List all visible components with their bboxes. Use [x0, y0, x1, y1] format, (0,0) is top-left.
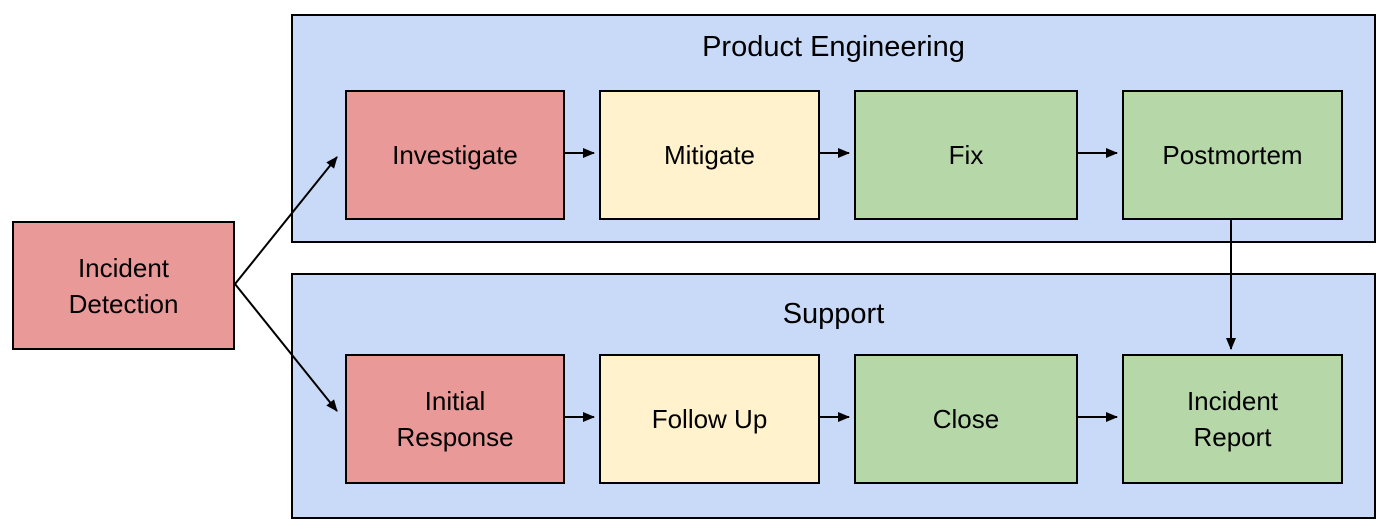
node-label-close: Close: [932, 404, 1000, 434]
node-close: Close: [854, 354, 1078, 484]
node-label-fix: Fix: [948, 140, 984, 170]
node-fix: Fix: [854, 90, 1078, 220]
node-label-postmortem: Postmortem: [1162, 140, 1303, 170]
node-label-incident-report: Incident Report: [1186, 386, 1279, 452]
node-follow-up: Follow Up: [599, 354, 820, 484]
lane-product-engineering: Product Engineering Investigate Mitigate…: [291, 14, 1376, 243]
node-label-incident-detection: Incident Detection: [68, 252, 179, 319]
node-incident-detection: Incident Detection: [12, 221, 235, 350]
node-label-investigate: Investigate: [392, 140, 518, 170]
node-label-initial-response: Initial Response: [396, 386, 514, 452]
node-initial-response: Initial Response: [345, 354, 565, 484]
node-label-follow-up: Follow Up: [651, 404, 768, 434]
node-mitigate: Mitigate: [599, 90, 820, 220]
lane-title-support: Support: [782, 298, 885, 330]
lane-title-product-engineering: Product Engineering: [702, 31, 965, 63]
node-postmortem: Postmortem: [1122, 90, 1343, 220]
node-investigate: Investigate: [345, 90, 565, 220]
lane-support: Support Initial Response Follow Up Close…: [291, 273, 1376, 519]
node-incident-report: Incident Report: [1122, 354, 1343, 484]
node-label-mitigate: Mitigate: [663, 140, 756, 170]
